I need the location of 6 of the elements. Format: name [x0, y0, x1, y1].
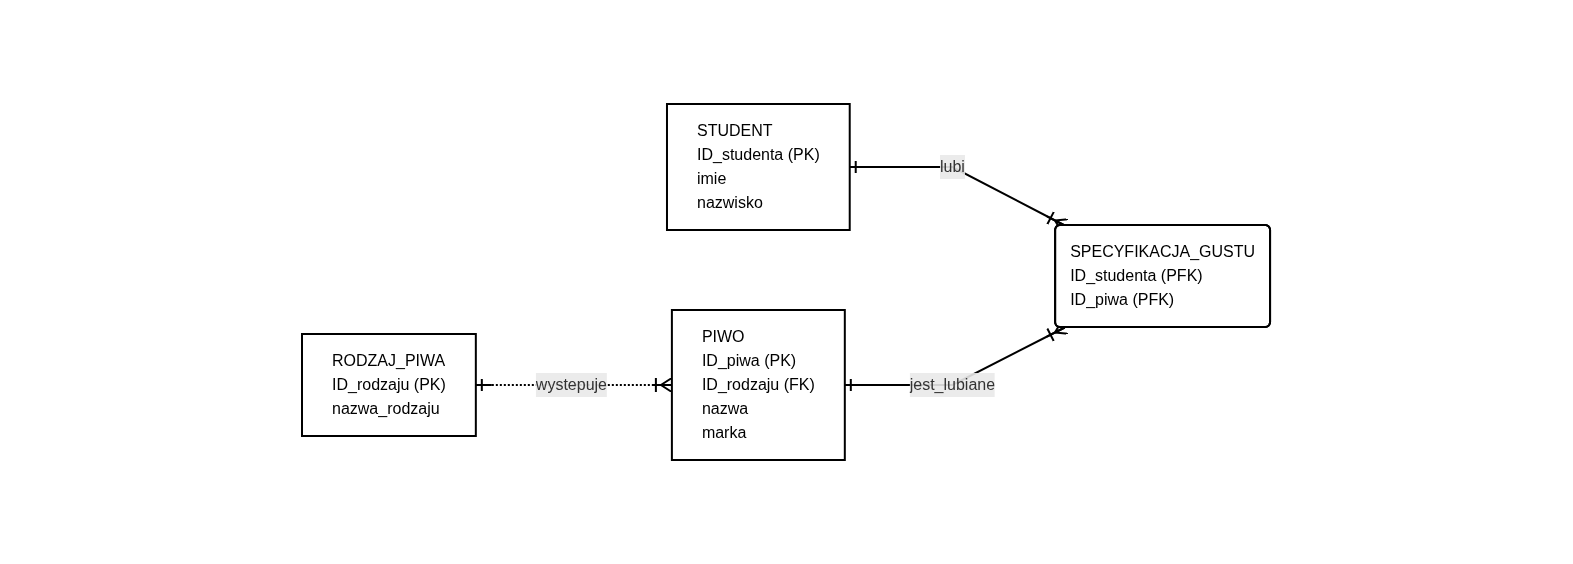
edge-label: jest_lubiane — [910, 376, 996, 393]
edge-label: lubi — [940, 158, 966, 175]
node-box: RODZAJ_PIWA ID_rodzaju (PK) nazwa_rodzaju — [301, 333, 478, 437]
edge-label: wystepuje — [536, 376, 608, 393]
node-box: PIWO ID_piwa (PK) ID_rodzaju (FK) nazwa marka — [671, 309, 847, 461]
node-box: STUDENT ID_studenta (PK) imie nazwisko — [666, 103, 852, 231]
